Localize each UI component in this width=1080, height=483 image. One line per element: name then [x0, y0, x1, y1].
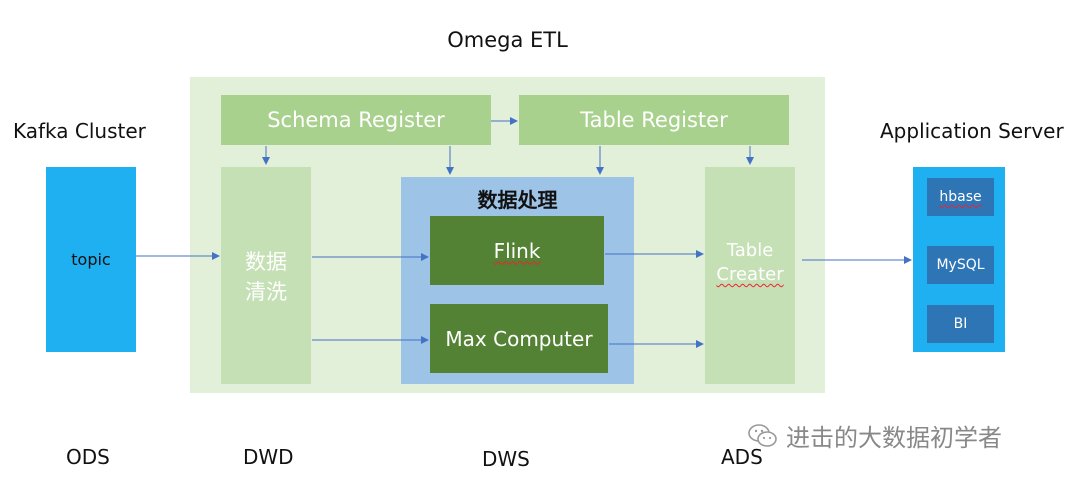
app-item-bi: BI: [927, 305, 994, 343]
app-item-mysql: MySQL: [927, 246, 994, 284]
layer-label-dws: DWS: [482, 447, 530, 471]
kafka-cluster-label: Kafka Cluster: [13, 119, 146, 143]
watermark: 进击的大数据初学者: [748, 418, 1002, 453]
data-cleaning-label-line1: 数据: [245, 250, 287, 274]
schema-register-box: Schema Register: [221, 95, 491, 145]
data-processing-title: 数据处理: [477, 188, 558, 212]
table-creater-box: Table Creater: [705, 167, 795, 384]
table-register-label: Table Register: [580, 108, 728, 132]
layer-label-ads: ADS: [721, 445, 763, 469]
max-computer-box: Max Computer: [430, 304, 608, 373]
flink-box: Flink: [430, 216, 604, 285]
max-computer-label: Max Computer: [445, 326, 593, 351]
flink-label: Flink: [493, 238, 541, 263]
app-item-label: MySQL: [936, 257, 985, 273]
data-cleaning-box: 数据 清洗: [221, 167, 311, 384]
watermark-text: 进击的大数据初学者: [786, 424, 1002, 452]
app-item-hbase: hbase: [927, 178, 994, 216]
schema-register-label: Schema Register: [267, 108, 445, 132]
kafka-topic-box: topic: [46, 167, 136, 352]
app-item-label: hbase: [939, 189, 982, 205]
wechat-icon: [748, 423, 777, 447]
table-creater-label-line2: Creater: [716, 264, 784, 285]
diagram-title: Omega ETL: [447, 28, 568, 52]
data-cleaning-label-line2: 清洗: [245, 280, 287, 304]
layer-label-dwd: DWD: [243, 445, 294, 469]
table-register-box: Table Register: [519, 95, 789, 145]
layer-label-ods: ODS: [66, 445, 110, 469]
kafka-topic-label: topic: [71, 250, 111, 269]
application-server-label: Application Server: [880, 119, 1064, 143]
app-item-label: BI: [953, 316, 968, 332]
table-creater-label-line1: Table: [726, 240, 774, 261]
